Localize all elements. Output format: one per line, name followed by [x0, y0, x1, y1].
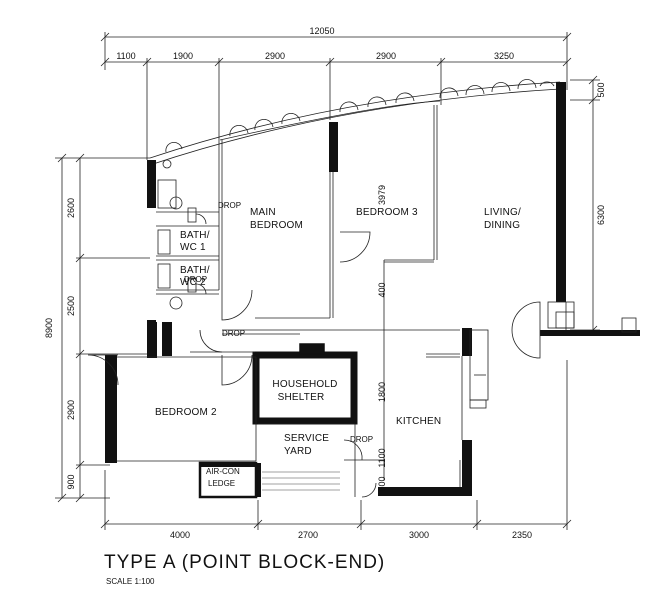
- inner-dim-600: 600: [377, 476, 387, 491]
- left-dim-1: 2600: [66, 198, 76, 218]
- inner-dim-1100: 1100: [377, 448, 387, 467]
- room-labels: MAIN BEDROOM BEDROOM 3 LIVING/ DINING BA…: [155, 201, 521, 488]
- main-bedroom-label-1: MAIN: [250, 207, 276, 218]
- bottom-dim-1: 4000: [170, 530, 190, 540]
- top-dim-4: 2900: [376, 51, 396, 61]
- top-dim-5: 3250: [494, 51, 514, 61]
- doors: [87, 213, 541, 498]
- interior-lines: [117, 105, 637, 497]
- facade-windows: [149, 79, 561, 166]
- right-dim-1: 500: [596, 82, 606, 97]
- bath1-label-2: WC 1: [180, 242, 206, 253]
- drop-label-bath2: DROP: [184, 275, 207, 284]
- overall-width-label: 12050: [309, 26, 334, 36]
- bottom-dim-2: 2700: [298, 530, 318, 540]
- bath2-label-2: WC 2: [180, 277, 206, 288]
- plan-title-block: TYPE A (POINT BLOCK-END) SCALE 1:100: [104, 552, 385, 586]
- overall-height-label: 8900: [44, 318, 54, 338]
- drop-label-corridor: DROP: [222, 329, 245, 338]
- plan-title: TYPE A (POINT BLOCK-END): [104, 552, 385, 573]
- household-shelter-label-2: SHELTER: [278, 392, 325, 403]
- service-yard-label-1: SERVICE: [284, 433, 329, 444]
- service-yard-label-2: YARD: [284, 446, 312, 457]
- bath1-label-1: BATH/: [180, 230, 210, 241]
- inner-dim-1800: 1800: [377, 382, 387, 402]
- drop-label-bath1: DROP: [218, 201, 241, 210]
- top-dim-2: 1900: [173, 51, 193, 61]
- dimension-labels: 12050 1100 1900 2900 2900 3250 4000 2700…: [44, 26, 606, 540]
- bottom-dim-3: 3000: [409, 530, 429, 540]
- main-bedroom-label-2: BEDROOM: [250, 220, 303, 231]
- bath2-label-1: BATH/: [180, 265, 210, 276]
- dimension-lines: [55, 32, 600, 530]
- inner-dim-400: 400: [377, 282, 387, 297]
- top-dim-3: 2900: [265, 51, 285, 61]
- bedroom2-label: BEDROOM 2: [155, 407, 217, 418]
- living-label-1: LIVING/: [484, 207, 521, 218]
- living-label-2: DINING: [484, 220, 520, 231]
- aircon-ledge-label-2: LEDGE: [208, 479, 235, 488]
- household-shelter-label-1: HOUSEHOLD: [272, 379, 337, 390]
- aircon-ledge-label-1: AIR-CON: [206, 467, 240, 476]
- bottom-dim-4: 2350: [512, 530, 532, 540]
- kitchen-label: KITCHEN: [396, 416, 441, 427]
- walls: [105, 82, 640, 499]
- right-dim-2: 6300: [596, 205, 606, 225]
- left-dim-3: 2900: [66, 400, 76, 420]
- top-dim-1: 1100: [116, 51, 135, 61]
- left-dim-4: 900: [66, 474, 76, 489]
- inner-dim-3979: 3979: [377, 185, 387, 205]
- plan-scale: SCALE 1:100: [106, 577, 155, 586]
- drop-label-kitchen: DROP: [350, 435, 373, 444]
- bedroom3-label: BEDROOM 3: [356, 207, 418, 218]
- left-dim-2: 2500: [66, 296, 76, 316]
